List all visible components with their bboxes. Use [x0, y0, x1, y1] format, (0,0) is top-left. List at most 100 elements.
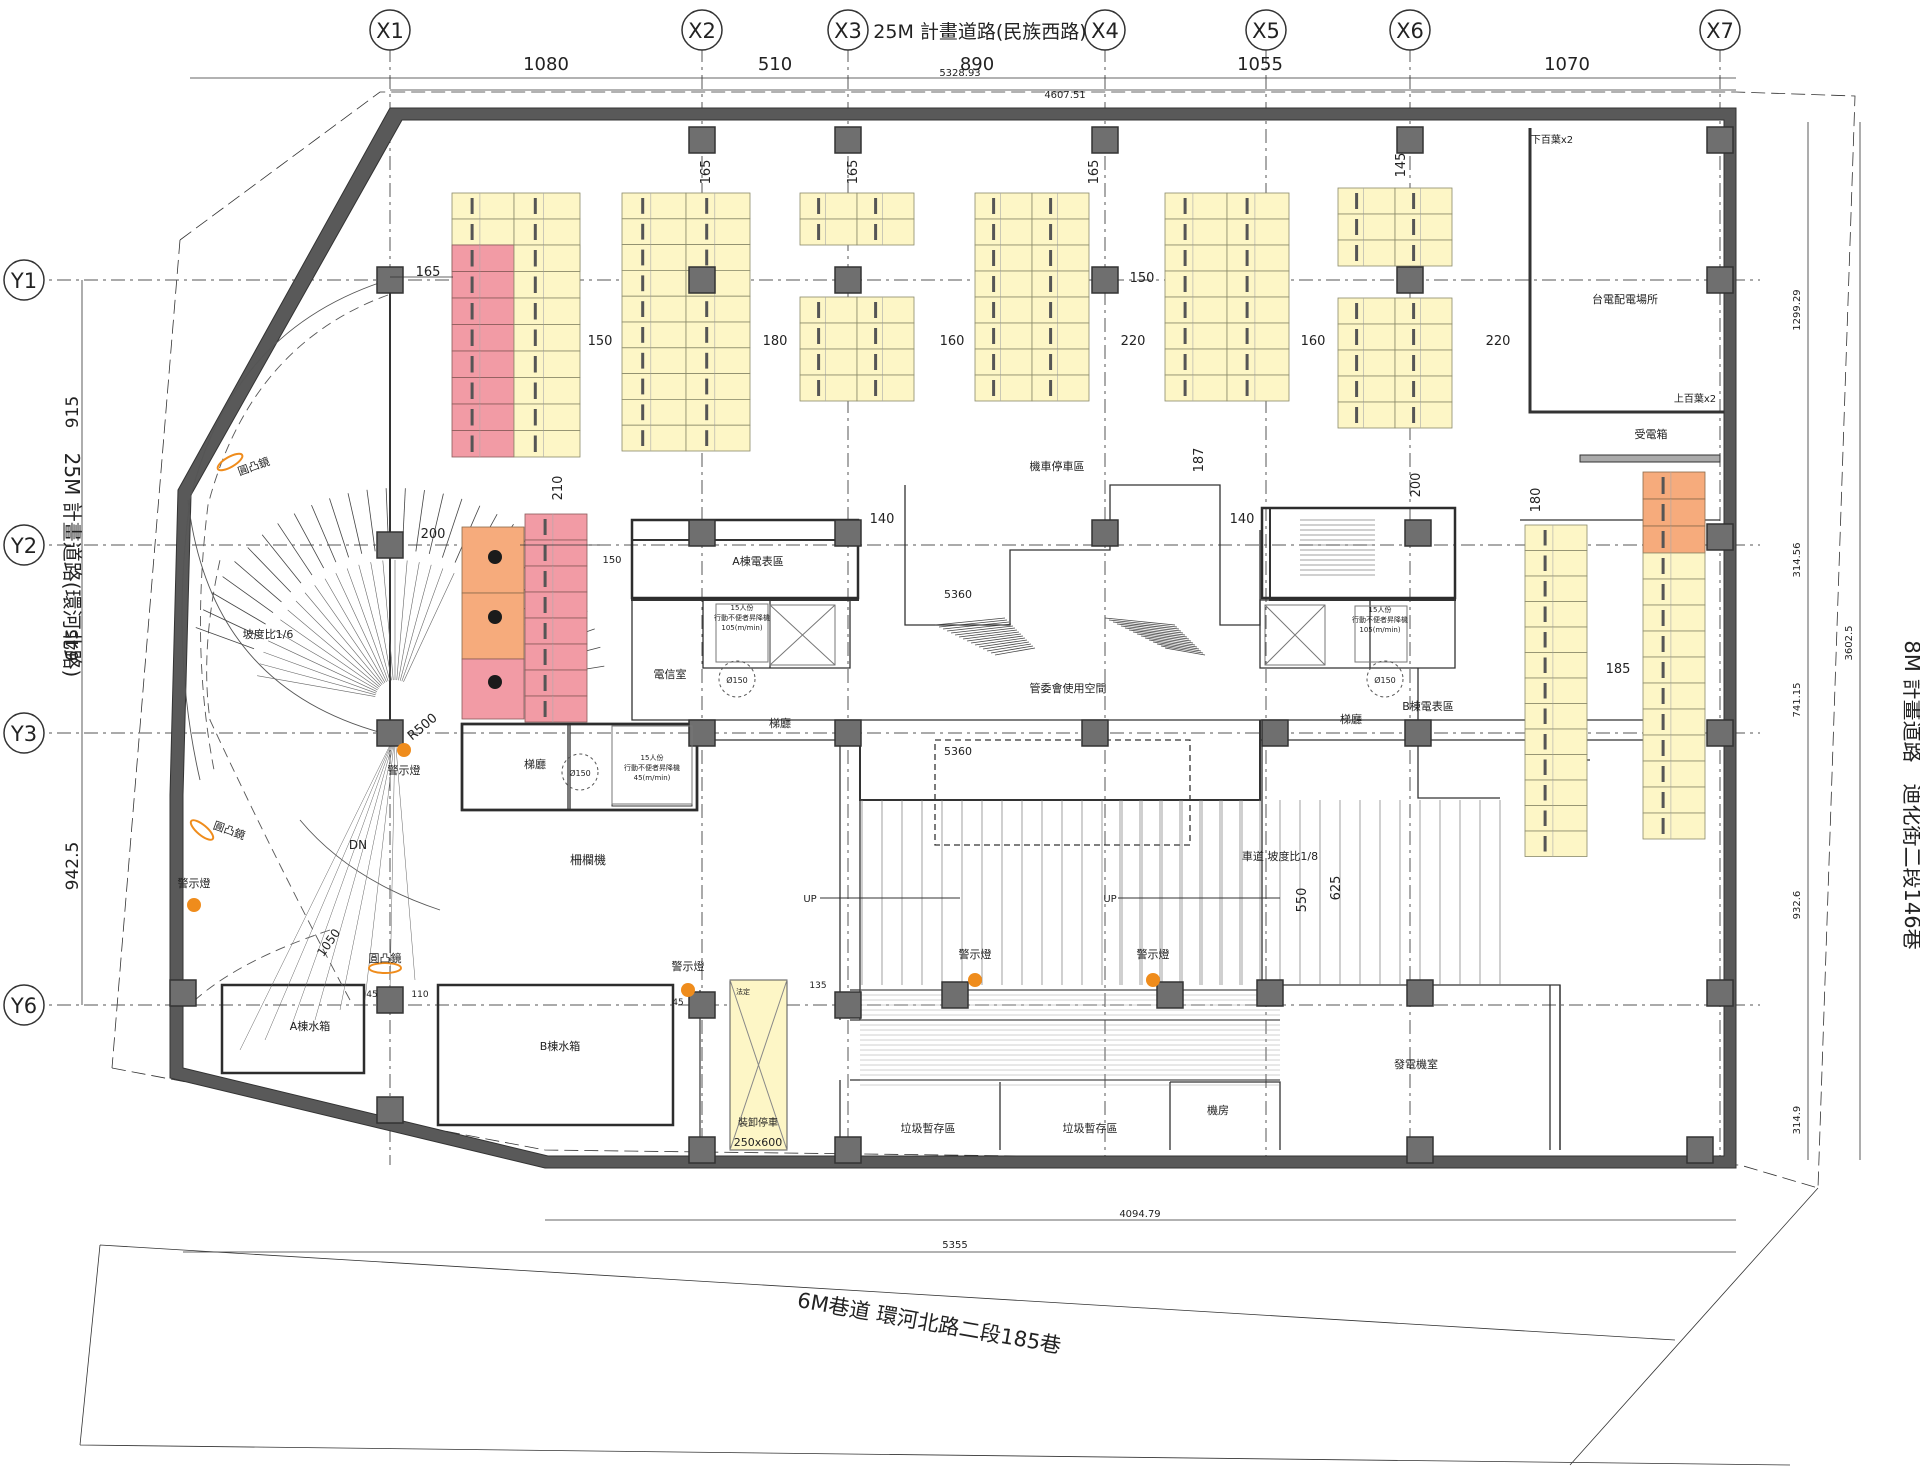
parking-slots — [451, 187, 1706, 857]
warning-label: 警示燈 — [1137, 947, 1170, 961]
parking-slot — [685, 192, 751, 220]
dim-right: 1299.29 — [1792, 289, 1803, 330]
parking-slot — [1524, 830, 1588, 857]
parking-slot — [1164, 244, 1228, 272]
parking-slot — [799, 192, 858, 220]
column — [834, 1136, 862, 1164]
parking-slot — [1337, 349, 1396, 377]
grid-label: Y1 — [10, 269, 37, 293]
car-ramp — [820, 800, 1501, 1086]
parking-slot — [1524, 677, 1588, 704]
parking-slot — [1164, 270, 1228, 298]
elevator-caption: 行動不便者昇降機 — [624, 763, 680, 772]
column — [376, 1096, 404, 1124]
grid-bubble-y1: Y1 — [3, 259, 45, 301]
parking-slot — [1524, 754, 1588, 781]
elevator-caption: 15人份 — [731, 603, 754, 612]
dim-label: 200 — [1409, 473, 1424, 498]
dim-top: 890 — [960, 54, 994, 75]
label-taipower: 台電配電場所 — [1592, 292, 1658, 306]
parking-slot — [524, 591, 588, 619]
column — [1686, 1136, 1714, 1164]
parking-slot — [1226, 192, 1290, 220]
parking-slot — [1226, 374, 1290, 402]
parking-slot — [1524, 550, 1588, 577]
dim-label: 135 — [809, 981, 826, 991]
parking-slot — [1524, 728, 1588, 755]
parking-slot — [974, 270, 1033, 298]
grid-bubble-x4: X4 — [1084, 9, 1126, 51]
parking-slot — [513, 324, 581, 352]
parking-slot — [974, 374, 1033, 402]
parking-slot — [1031, 244, 1090, 272]
label-fixed: 法定 — [736, 987, 750, 996]
parking-slot — [1524, 703, 1588, 730]
parking-slot — [621, 424, 687, 452]
grid-label: X5 — [1252, 19, 1280, 43]
elevators — [611, 603, 1408, 805]
parking-slot — [1394, 187, 1453, 215]
column — [1404, 719, 1432, 747]
parking-slot — [1031, 374, 1090, 402]
parking-slot — [1394, 401, 1453, 429]
columns — [169, 126, 1734, 1164]
column — [834, 519, 862, 547]
column — [834, 991, 862, 1019]
column — [1706, 719, 1734, 747]
column — [1396, 126, 1424, 154]
parking-slot — [513, 192, 581, 220]
parking-slot — [685, 424, 751, 452]
dim-label: 180 — [1529, 488, 1544, 513]
column — [1091, 266, 1119, 294]
parking-slot — [513, 430, 581, 458]
south-road-outline — [79, 1187, 1819, 1466]
elevator-caption: 45(m/min) — [634, 774, 671, 782]
dim-label: 200 — [421, 527, 446, 542]
dim-right: 314.9 — [1792, 1106, 1803, 1135]
parking-slot — [1226, 244, 1290, 272]
dim-label: 150 — [1130, 271, 1155, 286]
grid-bubble-y3: Y3 — [3, 712, 45, 754]
label-lobby_b: 梯廳 — [1340, 712, 1362, 726]
parking-slot — [1642, 471, 1706, 500]
grid-bubble-x6: X6 — [1389, 9, 1431, 51]
column — [1404, 519, 1432, 547]
parking-slot — [1031, 192, 1090, 220]
dim-label: 140 — [870, 512, 895, 527]
label-slope_left: 坡度比1/6 — [243, 627, 294, 641]
parking-slot — [513, 377, 581, 405]
parking-slot — [621, 347, 687, 374]
label-transformer: 受電箱 — [1635, 427, 1668, 441]
warning-label: 警示燈 — [672, 959, 705, 973]
parking-slot — [451, 324, 515, 352]
parking-slot — [799, 348, 858, 376]
parking-slot — [1031, 322, 1090, 350]
dim-top: 1080 — [523, 54, 569, 75]
dim-label: 110 — [411, 990, 428, 1000]
parking-slot — [1337, 187, 1396, 215]
warning-label: 警示燈 — [388, 763, 421, 777]
turning-circle-label: Ø150 — [569, 768, 591, 778]
grid-label: X3 — [834, 19, 862, 43]
parking-slot — [524, 643, 588, 671]
parking-slot — [1226, 348, 1290, 376]
parking-slot — [1642, 630, 1706, 658]
parking-slot — [621, 244, 687, 271]
convex-mirrors — [189, 452, 402, 974]
turning-circle: Ø150 — [561, 753, 599, 791]
label-up2: UP — [1103, 894, 1116, 905]
parking-slot — [1642, 552, 1706, 580]
column — [1406, 979, 1434, 1007]
label-dn: DN — [349, 838, 367, 852]
column — [1706, 979, 1734, 1007]
warning-label: 圓凸鏡 — [211, 818, 247, 842]
dim-label: 140 — [1230, 512, 1255, 527]
parking-slot — [1524, 779, 1588, 806]
dim-label: 165 — [416, 265, 441, 280]
dim-left: 942.5 — [63, 842, 83, 891]
dim-top: 1055 — [1237, 54, 1283, 75]
parking-slot — [1394, 213, 1453, 241]
column — [688, 266, 716, 294]
label-moto_parking: 機車停車區 — [1030, 459, 1085, 473]
